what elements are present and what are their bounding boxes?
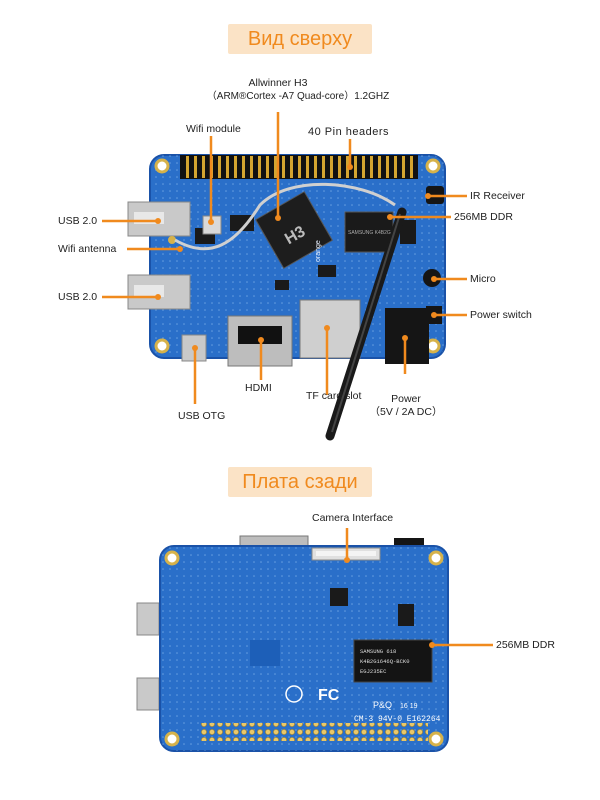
top-leader-dots [155, 164, 437, 351]
label-wifi-module: Wifi module [186, 123, 241, 135]
label-power-spec: （5V / 2A DC） [369, 406, 443, 418]
ram-line-2: K4B2G1646Q-BCK0 [360, 658, 410, 665]
tf-card-slot [299, 299, 361, 359]
serial-mark: CM-3 94V-0 E162264 [354, 715, 441, 724]
label-ir-receiver: IR Receiver [470, 190, 525, 202]
label-soc-name: Allwinner H3 [248, 77, 308, 89]
bottom-leader-lines [345, 528, 493, 647]
label-pin-headers: 40 Pin headers [308, 126, 389, 138]
label-camera-interface: Camera Interface [312, 512, 394, 524]
label-power-switch: Power switch [470, 309, 532, 321]
ram-marking-top: SAMSUNG K4B2G [348, 230, 391, 236]
back-view-title: Плата сзади [228, 467, 372, 497]
label-micro: Micro [470, 273, 496, 285]
top-board: H3 SAMSUNG K4B2G orange [127, 154, 446, 441]
date-mark: 16 19 [400, 703, 418, 710]
board-logo: orange [315, 240, 322, 262]
soc-chip [255, 191, 333, 269]
ram-line-3: EGJ235EC [360, 668, 387, 675]
ram-line-1: SAMSUNG 618 [360, 648, 396, 655]
fcc-mark: FC [318, 687, 340, 704]
label-usb-otg: USB OTG [178, 410, 226, 422]
top-view-title: Вид сверху [228, 24, 372, 54]
label-tf-card: TF card slot [306, 390, 362, 402]
bottom-board: SAMSUNG 618 K4B2G1646Q-BCK0 EGJ235EC FC … [136, 535, 449, 752]
label-usb-2: USB 2.0 [58, 291, 98, 303]
label-usb-1: USB 2.0 [58, 215, 98, 227]
top-leader-lines [102, 112, 467, 404]
label-ddr-bottom: 256MB DDR [496, 639, 555, 651]
label-soc-spec: （ARM®Cortex -A7 Quad-core）1.2GHZ [206, 91, 390, 102]
label-hdmi: HDMI [245, 382, 272, 394]
ram-chip-bottom [353, 639, 433, 683]
label-wifi-antenna: Wifi antenna [58, 243, 117, 255]
ram-chip-top [344, 211, 394, 253]
label-power: Power [391, 393, 421, 405]
pq-mark: P&Q [373, 700, 392, 710]
label-ddr-top: 256MB DDR [454, 211, 513, 223]
